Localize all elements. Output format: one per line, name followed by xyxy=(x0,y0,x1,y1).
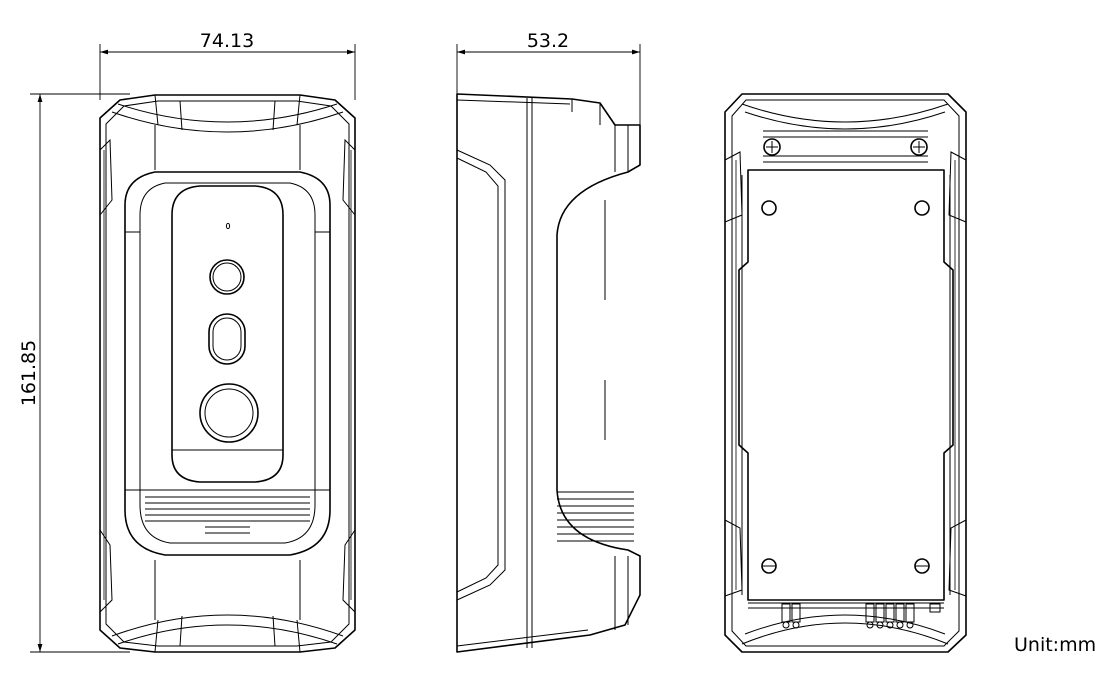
front-view xyxy=(99,94,356,653)
width-dimension-label: 74.13 xyxy=(200,30,254,52)
unit-label: Unit:mm xyxy=(1014,634,1096,656)
height-dimension: 161.85 xyxy=(18,93,130,653)
width-dimension: 74.13 xyxy=(99,30,356,100)
depth-dimension-label: 53.2 xyxy=(527,30,569,52)
height-dimension-label: 161.85 xyxy=(18,340,40,406)
side-view xyxy=(456,93,641,653)
depth-dimension: 53.2 xyxy=(456,30,641,125)
rear-view xyxy=(724,93,967,653)
